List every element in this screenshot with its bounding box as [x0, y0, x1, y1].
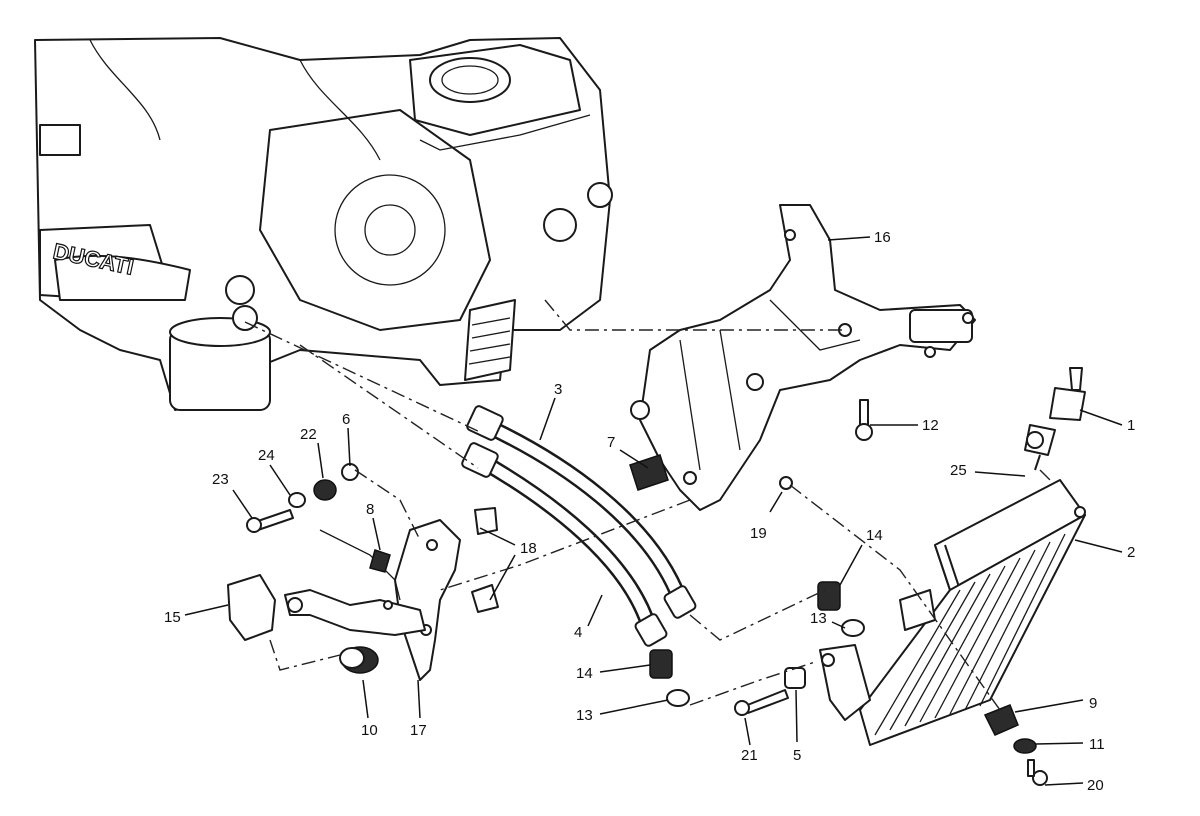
callout-5: 5: [793, 747, 801, 764]
callout-21: 21: [741, 747, 758, 764]
pressure-sensor: [1024, 367, 1086, 471]
leader-lines: [184, 236, 1123, 786]
callout-16: 16: [874, 229, 891, 246]
callout-3: 3: [554, 381, 562, 398]
oil-cooler-radiator: [819, 479, 1086, 746]
callout-20: 20: [1087, 777, 1104, 794]
oil-hoses: [461, 405, 697, 647]
assembly-lines: [244, 299, 1053, 711]
callout-6: 6: [342, 411, 350, 428]
callout-4: 4: [574, 624, 582, 641]
mounting-plate: [227, 519, 461, 681]
callout-numbers: 1 2 3 4 5 6 7 8 9 10 11 12 13 13 14 14 1…: [164, 229, 1135, 794]
callout-13-upper: 13: [810, 610, 827, 627]
callout-25: 25: [950, 462, 967, 479]
callout-8: 8: [366, 501, 374, 518]
callout-19: 19: [750, 525, 767, 542]
callout-2: 2: [1127, 544, 1135, 561]
callout-24: 24: [258, 447, 275, 464]
callout-7: 7: [607, 434, 615, 451]
callout-11: 11: [1089, 736, 1105, 753]
callout-9: 9: [1089, 695, 1097, 712]
callout-1: 1: [1127, 417, 1135, 434]
callout-18: 18: [520, 540, 537, 557]
callout-22: 22: [300, 426, 317, 443]
callout-14-lower: 14: [576, 665, 593, 682]
callout-23: 23: [212, 471, 229, 488]
callout-10: 10: [361, 722, 378, 739]
frame-bracket: [630, 204, 976, 511]
engine-block: DUCATI: [34, 37, 613, 411]
hardware: [246, 399, 1048, 786]
callout-17: 17: [410, 722, 427, 739]
callout-15: 15: [164, 609, 181, 626]
callout-13-lower: 13: [576, 707, 593, 724]
callout-14-upper: 14: [866, 527, 883, 544]
callout-12: 12: [922, 417, 939, 434]
